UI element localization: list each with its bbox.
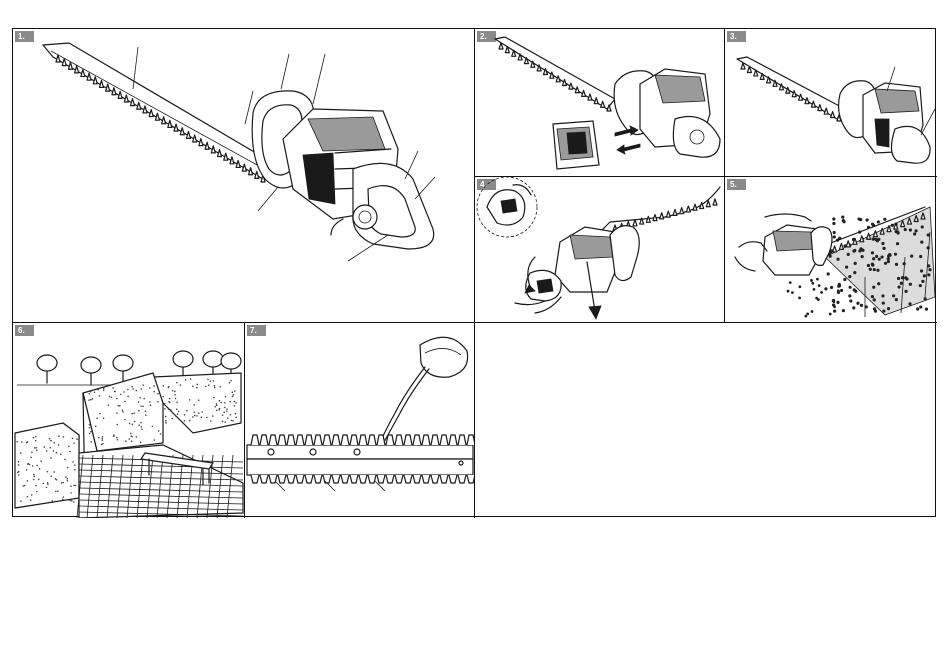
panel-3: 3.: [725, 29, 937, 177]
panel-7: 7.: [245, 323, 475, 518]
blade-oiling-icon: [245, 323, 475, 518]
panel-4: 4.: [475, 177, 725, 323]
hedge-cutting-icon: [725, 177, 937, 323]
panel-6: 6.: [13, 323, 245, 518]
hedge-trimmer-overview-icon: [13, 29, 475, 323]
blank-panel: [475, 323, 937, 518]
battery-release-icon: [475, 177, 725, 323]
hedge-garden-icon: [13, 323, 245, 518]
instruction-sheet: 1.: [12, 28, 936, 517]
panel-1: 1.: [13, 29, 475, 323]
panel-5: 5.: [725, 177, 937, 323]
hedge-trimmer-ready-icon: [725, 29, 937, 177]
panel-2: 2.: [475, 29, 725, 177]
battery-insert-icon: [475, 29, 725, 177]
